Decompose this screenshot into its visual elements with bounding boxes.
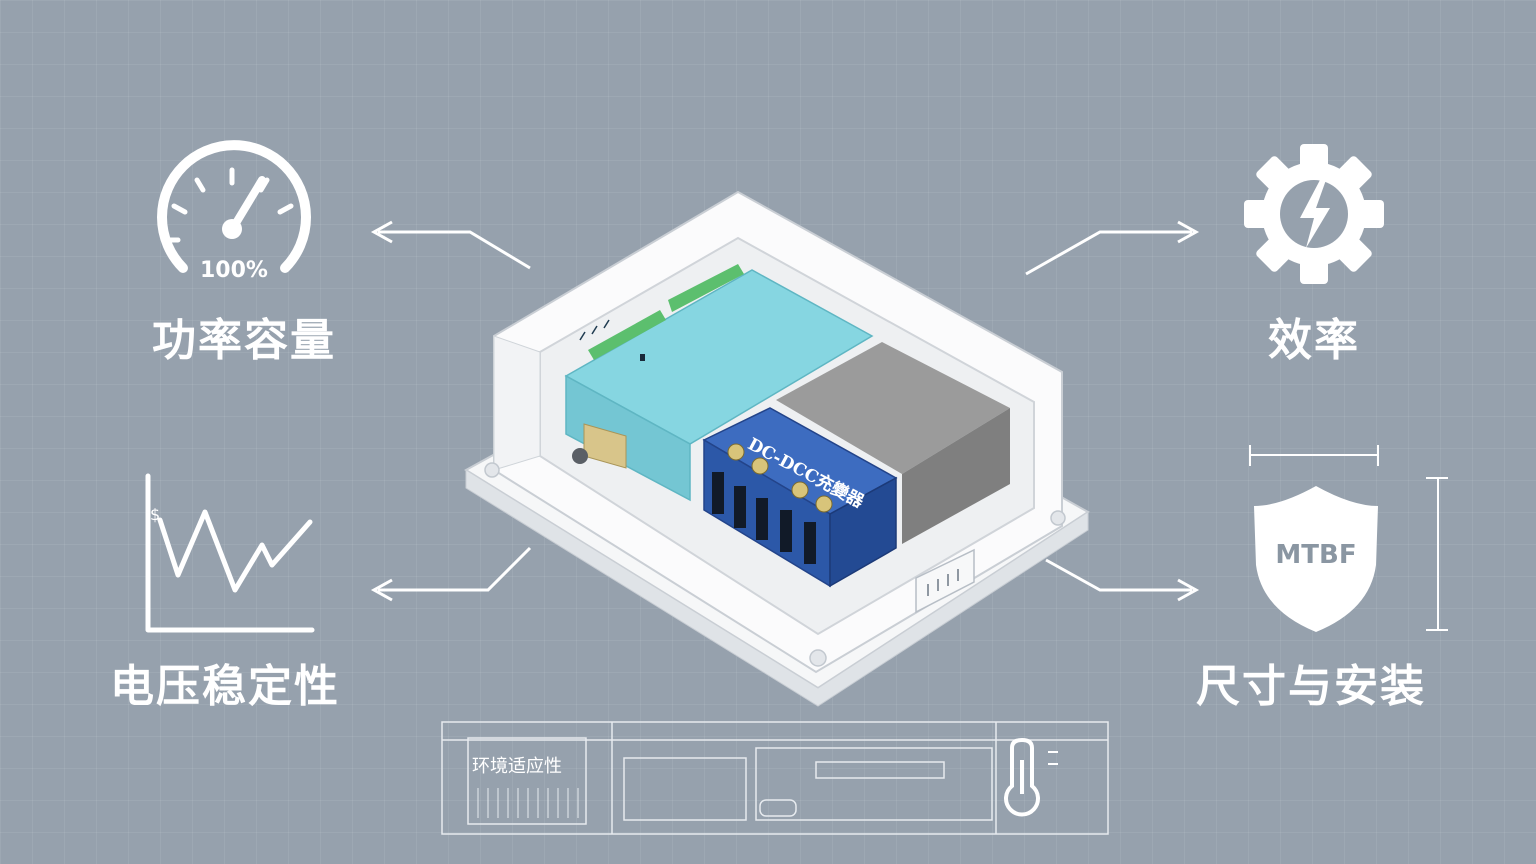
svg-text:$: $	[150, 505, 160, 524]
gauge-icon	[157, 140, 311, 273]
size-install-label: 尺寸与安装	[1196, 661, 1426, 712]
inductor-block	[776, 342, 1010, 544]
pcb-board	[564, 264, 874, 502]
terminal-block	[702, 407, 898, 588]
gauge-value: 100%	[200, 258, 268, 283]
thermometer-icon	[1004, 737, 1058, 817]
spec-panel	[441, 721, 1109, 835]
environment-label: 环境适应性	[472, 756, 562, 777]
efficiency-label: 效率	[1268, 315, 1360, 366]
voltage-stability-label: 电压稳定性	[110, 661, 340, 712]
gear-lightning-icon	[1244, 144, 1384, 284]
dimension-lines	[1249, 445, 1448, 631]
shield-text: MTBF	[1275, 540, 1357, 570]
arrows	[370, 220, 1200, 602]
line-graph-icon: $	[145, 473, 315, 633]
power-capacity-label: 功率容量	[152, 315, 336, 366]
shield-icon	[1254, 486, 1378, 632]
